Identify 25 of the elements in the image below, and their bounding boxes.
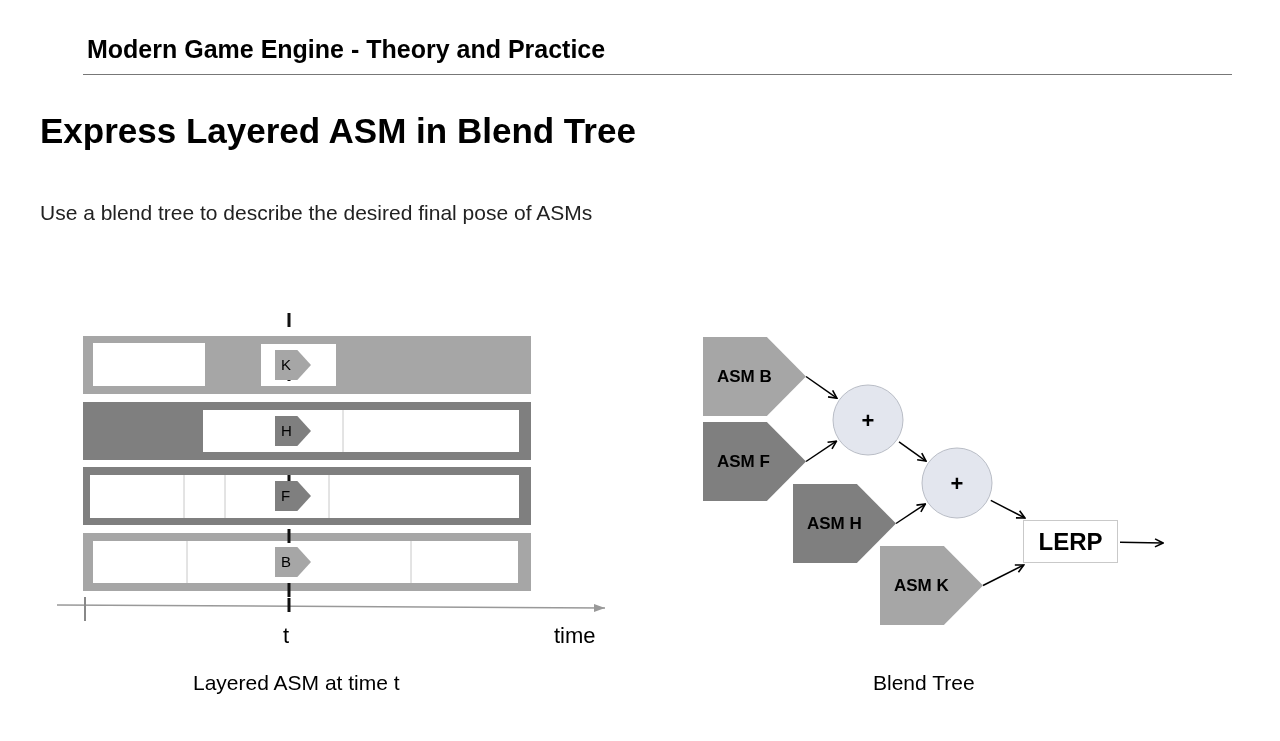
time-marker-label: t [283, 622, 290, 650]
arrow [895, 503, 927, 525]
slide-title: Express Layered ASM in Blend Tree [40, 110, 636, 152]
arrow [1119, 538, 1164, 548]
pentagon-block: F [275, 481, 311, 511]
sum-circle: + [832, 384, 904, 456]
pentagon-block: B [275, 547, 311, 577]
pentagon-block: ASM K [880, 546, 983, 625]
arrow [805, 440, 838, 463]
diagram-caption: Blend Tree [873, 670, 975, 696]
axis-label: time [554, 622, 596, 650]
arrow [982, 564, 1025, 587]
arrow [990, 499, 1026, 519]
sum-circle: + [921, 447, 993, 519]
pentagon-block: H [275, 416, 311, 446]
subtitle: Use a blend tree to describe the desired final pose of ASMs [40, 200, 593, 226]
arrow [898, 441, 927, 462]
diagram-caption: Layered ASM at time t [193, 670, 400, 696]
pentagon-block: ASM F [703, 422, 806, 501]
arrow [805, 375, 838, 399]
header-title: Modern Game Engine - Theory and Practice [87, 34, 606, 65]
pentagon-block: K [275, 350, 311, 380]
pentagon-block: ASM B [703, 337, 806, 416]
process-box: LERP [1023, 520, 1118, 563]
pentagon-block: ASM H [793, 484, 896, 563]
